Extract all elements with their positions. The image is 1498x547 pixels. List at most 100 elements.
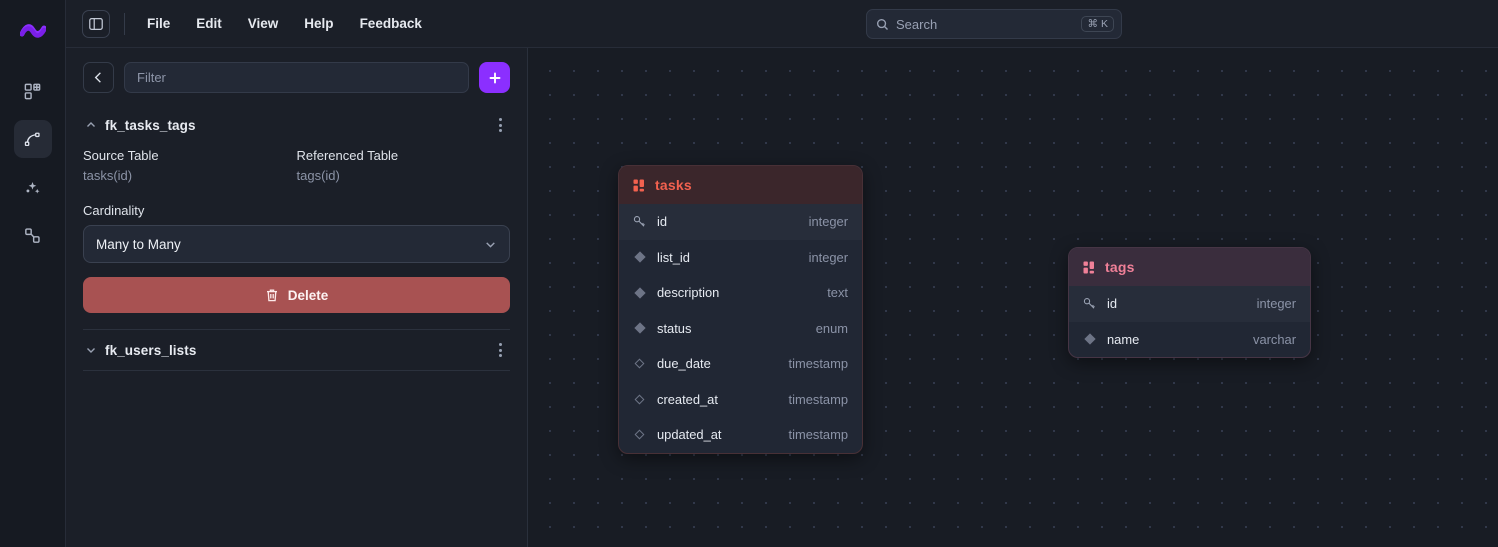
node-header[interactable]: tags — [1069, 248, 1310, 286]
icon-rail — [0, 0, 66, 547]
menu-item-feedback[interactable]: Feedback — [359, 16, 422, 31]
filter-placeholder: Filter — [137, 70, 166, 85]
chevron-up-icon — [83, 119, 99, 131]
search-input[interactable]: Search ⌘ K — [866, 9, 1122, 39]
menu-item-edit[interactable]: Edit — [196, 16, 222, 31]
chevron-down-icon — [83, 344, 99, 356]
chevron-down-icon — [486, 241, 495, 248]
search-icon — [876, 18, 889, 30]
column-name: updated_at — [657, 427, 722, 443]
node-header[interactable]: tasks — [619, 166, 862, 204]
tables-row: Source Table tasks(id) Referenced Table … — [83, 148, 510, 183]
column-name: status — [657, 320, 692, 336]
relation-item-fk-users-lists: fk_users_lists — [66, 330, 527, 370]
back-button[interactable] — [83, 62, 114, 93]
search-placeholder: Search — [896, 16, 938, 32]
column-type: integer — [808, 214, 848, 230]
key-icon — [633, 215, 646, 228]
plus-icon — [489, 72, 500, 83]
relation-name: fk_users_lists — [105, 342, 197, 358]
cardinality-value: Many to Many — [96, 236, 181, 252]
table-row[interactable]: description text — [619, 275, 862, 311]
relation-header[interactable]: fk_tasks_tags — [83, 105, 510, 145]
column-type: timestamp — [788, 391, 848, 407]
diamond-hollow-icon — [633, 394, 646, 405]
panel-left-icon[interactable] — [82, 9, 110, 38]
referenced-table-value: tags(id) — [296, 168, 340, 183]
body-split: Filter — [66, 48, 1498, 547]
cardinality-select[interactable]: Many to Many — [83, 225, 510, 263]
column-name: id — [1107, 296, 1118, 312]
filter-row: Filter — [66, 48, 527, 105]
diagram-canvas[interactable]: tasks id integer — [528, 48, 1498, 547]
toolbar-divider — [124, 12, 125, 35]
node-title: tags — [1105, 259, 1135, 275]
trash-icon — [266, 289, 277, 301]
panel-divider-1 — [83, 329, 510, 330]
table-row[interactable]: due_date timestamp — [619, 346, 862, 382]
column-type: integer — [808, 249, 848, 265]
table-icon — [633, 179, 644, 191]
column-type: text — [827, 285, 848, 301]
filter-input[interactable]: Filter — [124, 62, 469, 93]
table-row[interactable]: list_id integer — [619, 240, 862, 276]
diamond-solid-icon — [1083, 333, 1096, 345]
panel-divider-2 — [83, 370, 510, 371]
table-row[interactable]: updated_at timestamp — [619, 417, 862, 453]
delete-label: Delete — [287, 287, 329, 303]
source-table-value: tasks(id) — [83, 168, 133, 183]
table-row[interactable]: created_at timestamp — [619, 382, 862, 418]
referenced-table-label: Referenced Table — [296, 148, 399, 163]
source-table-field: Source Table tasks(id) — [83, 148, 297, 183]
node-title: tasks — [655, 177, 692, 193]
table-row[interactable]: name varchar — [1069, 322, 1310, 358]
menu-bar: File Edit View Help Feedback — [137, 11, 432, 36]
table-row[interactable]: id integer — [619, 204, 862, 240]
diamond-hollow-icon — [633, 429, 646, 440]
menu-item-file[interactable]: File — [147, 16, 171, 31]
referenced-table-field: Referenced Table tags(id) — [297, 148, 511, 183]
cardinality-label: Cardinality — [83, 203, 145, 218]
column-type: enum — [815, 320, 848, 336]
table-row[interactable]: id integer — [1069, 286, 1310, 322]
diamond-solid-icon — [633, 287, 646, 299]
rail-item-diagram-objects[interactable] — [14, 216, 52, 254]
column-type: timestamp — [788, 427, 848, 443]
key-icon — [1083, 297, 1096, 310]
relations-panel: Filter — [66, 48, 528, 547]
diamond-solid-icon — [633, 251, 646, 263]
relation-details: Source Table tasks(id) Referenced Table … — [83, 145, 510, 329]
table-node-tasks[interactable]: tasks id integer — [618, 165, 863, 454]
rail-item-relations[interactable] — [13, 120, 52, 158]
shortcut-key: K — [1100, 17, 1108, 30]
relation-name: fk_tasks_tags — [105, 117, 196, 133]
app-logo[interactable] — [15, 14, 51, 50]
table-icon — [1083, 261, 1094, 273]
main-area: File Edit View Help Feedback Search ⌘ K — [66, 0, 1498, 547]
column-name: name — [1107, 331, 1140, 347]
add-relation-button[interactable] — [479, 62, 510, 93]
source-table-label: Source Table — [83, 148, 159, 163]
column-name: id — [657, 214, 668, 230]
relation-menu-icon[interactable] — [490, 114, 510, 136]
diamond-hollow-icon — [633, 358, 646, 369]
column-type: varchar — [1253, 331, 1296, 347]
table-node-tags[interactable]: tags id integer — [1068, 247, 1311, 358]
column-type: integer — [1256, 296, 1296, 312]
column-name: due_date — [657, 356, 711, 372]
column-name: created_at — [657, 391, 718, 407]
diamond-solid-icon — [633, 322, 646, 334]
rail-item-tables[interactable] — [14, 72, 52, 110]
relation-menu-icon[interactable] — [490, 339, 510, 361]
rail-item-ai-assist[interactable] — [14, 168, 52, 206]
menu-item-help[interactable]: Help — [304, 16, 334, 31]
shortcut-mod: ⌘ — [1087, 17, 1098, 30]
arrow-left-icon — [94, 72, 101, 83]
relation-item-fk-tasks-tags: fk_tasks_tags Source Table tasks(id) Ref… — [66, 105, 527, 329]
column-name: description — [657, 285, 720, 301]
table-row[interactable]: status enum — [619, 311, 862, 347]
relation-header[interactable]: fk_users_lists — [83, 330, 510, 370]
menu-item-view[interactable]: View — [247, 16, 279, 31]
delete-button[interactable]: Delete — [83, 277, 510, 313]
